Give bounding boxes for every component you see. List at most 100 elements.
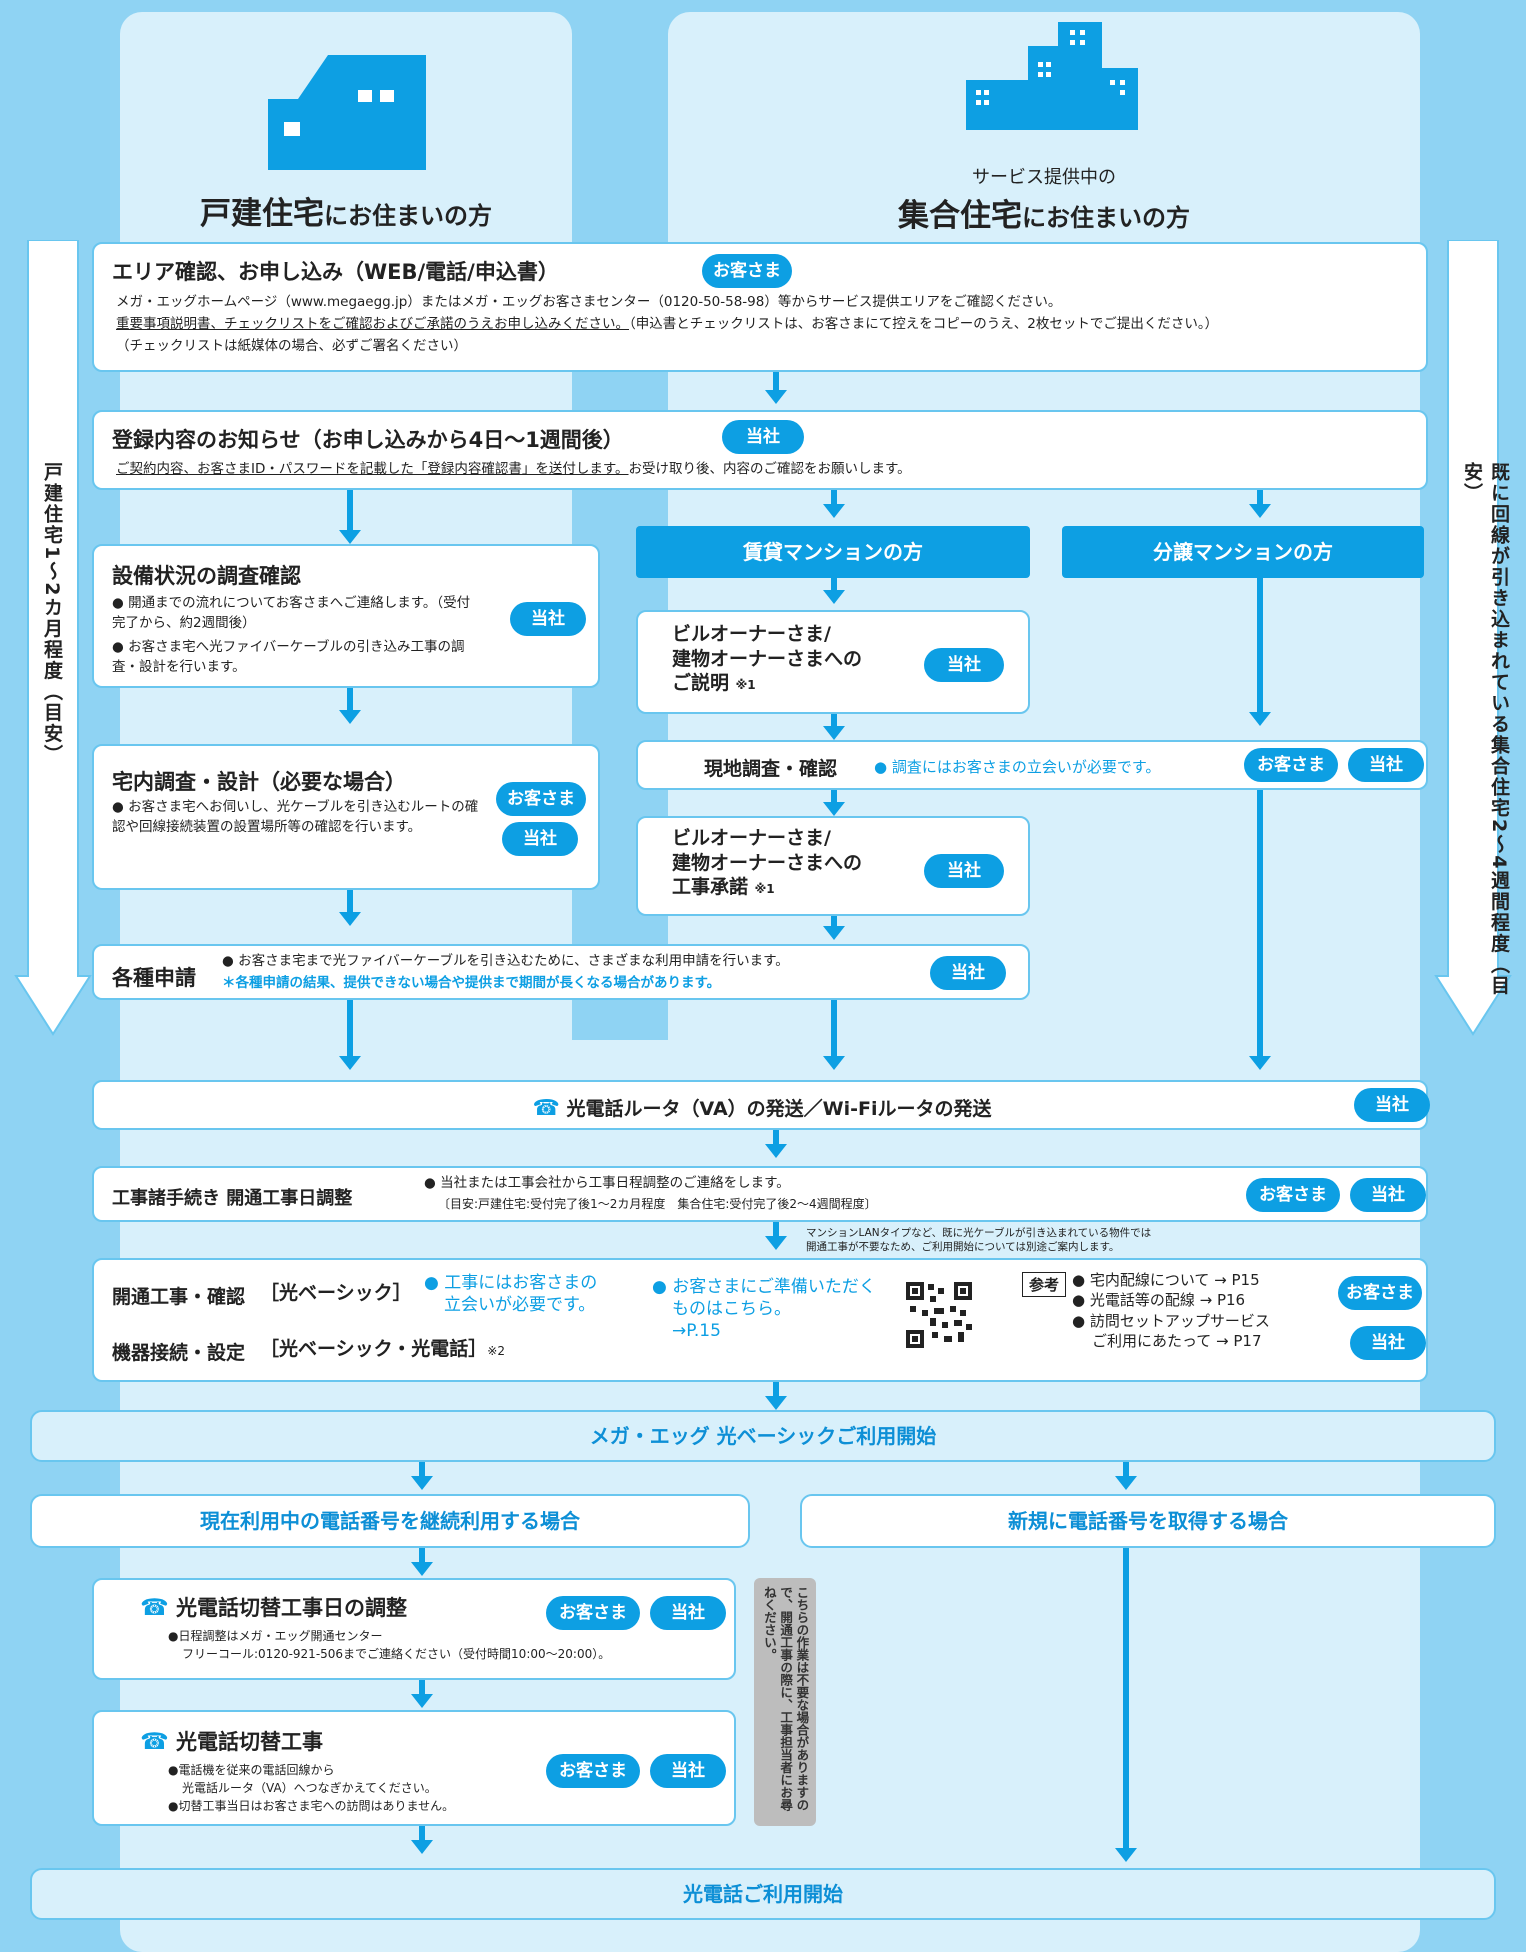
- step-notice-line-rest: お受け取り後、内容のご確認をお願いします。: [628, 461, 911, 477]
- switch-adjust-title: ☎ 光電話切替工事日の調整: [140, 1592, 407, 1622]
- step-apply: 各種申請 ● お客さま宅まで光ファイバーケーブルを引き込むために、さまざまな利用…: [92, 944, 1030, 1000]
- step-onsite-text-inner: 調査にはお客さまの立会いが必要です。: [891, 758, 1161, 776]
- badge-company: 当社: [1350, 1178, 1426, 1212]
- ref-list: ● 宅内配線について → P15 ● 光電話等の配線 → P16 ● 訪問セット…: [1072, 1271, 1270, 1350]
- switch-work-l1: ●電話機を従来の電話回線から: [168, 1763, 335, 1777]
- apartment-title-suffix: にお住まいの方: [1022, 204, 1190, 232]
- start-basic-banner: メガ・エッグ 光ベーシックご利用開始: [30, 1410, 1496, 1462]
- step-indoor-title: 宅内調査・設計（必要な場合）: [112, 770, 406, 794]
- open-bracket1: ［光ベーシック］: [260, 1282, 412, 1304]
- keep-number-banner: 現在利用中の電話番号を継続利用する場合: [30, 1494, 750, 1548]
- switch-adjust-l2: フリーコール:0120-921-506までご連絡ください（受付時間10:00〜2…: [182, 1647, 611, 1661]
- ref4: ご利用にあたって → P17: [1092, 1331, 1262, 1350]
- prep-note: ● お客さまにご準備いただく ものはこちら。 →P.15: [652, 1277, 876, 1342]
- step-indoor: 宅内調査・設計（必要な場合） ● お客さま宅へお伺いし、光ケーブルを引き込むルー…: [92, 744, 600, 890]
- step-schedule-title: 工事諸手続き 開通工事日調整: [112, 1188, 353, 1209]
- owner-consent-note: ※1: [754, 882, 775, 897]
- badge-customer: お客さま: [1244, 748, 1338, 782]
- badge-customer: お客さま: [702, 254, 792, 288]
- owner-explain-l1: ビルオーナーさま/: [672, 623, 831, 645]
- step-application-line3: （チェックリストは紙媒体の場合、必ずご署名ください）: [116, 338, 467, 354]
- lan-note-1: マンションLANタイプなど、既に光ケーブルが引き込まれている物件では: [806, 1227, 1152, 1239]
- step-survey-title: 設備状況の調査確認: [112, 564, 301, 588]
- step-application-line2-ul: 重要事項説明書、チェックリストをご確認およびご承諾のうえお申し込みください。: [116, 316, 629, 332]
- step-indoor-b1-text: お客さま宅へお伺いし、光ケーブルを引き込むルートの確認や回線接続装置の設置場所等…: [112, 799, 479, 835]
- building-icon: [966, 22, 1138, 130]
- badge-company: 当社: [924, 854, 1004, 888]
- side-note-text: こちらの作業は不要な場合がありますので、開通工事の際に、工事担当者にお尋ねくださ…: [761, 1586, 810, 1811]
- rental-header: 賃貸マンションの方: [636, 526, 1030, 578]
- open-note2: ※2: [487, 1344, 505, 1358]
- phone-icon: ☎: [140, 1729, 169, 1755]
- step-router: ☎ 光電話ルータ（VA）の発送／Wi-Fiルータの発送 当社: [92, 1080, 1430, 1130]
- badge-company: 当社: [930, 956, 1006, 990]
- detached-title-suffix: にお住まいの方: [324, 202, 492, 230]
- badge-customer: お客さま: [546, 1596, 640, 1630]
- step-switch-work: ☎ 光電話切替工事 ●電話機を従来の電話回線から 光電話ルータ（VA）へつなぎか…: [92, 1710, 736, 1826]
- open-bracket1-text: 光ベーシック: [279, 1282, 393, 1304]
- step-owner-explain-title: ビルオーナーさま/ 建物オーナーさまへの ご説明 ※1: [672, 622, 862, 696]
- prep3: →P.15: [672, 1321, 721, 1342]
- step-schedule-b1-text: 当社または工事会社から工事日程調整のご連絡をします。: [440, 1175, 790, 1191]
- prep1: お客さまにご準備いただく: [672, 1277, 876, 1297]
- ref3: 訪問セットアップサービス: [1089, 1311, 1270, 1330]
- step-switch-adjust: ☎ 光電話切替工事日の調整 ●日程調整はメガ・エッグ開通センター フリーコール:…: [92, 1578, 736, 1680]
- step-owner-consent-title: ビルオーナーさま/ 建物オーナーさまへの 工事承諾 ※1: [672, 826, 862, 900]
- owner-consent-l2: 建物オーナーさまへの: [672, 851, 863, 874]
- step-owner-consent: ビルオーナーさま/ 建物オーナーさまへの 工事承諾 ※1 当社: [636, 816, 1030, 916]
- condo-header: 分譲マンションの方: [1062, 526, 1424, 578]
- badge-customer: お客さま: [1338, 1276, 1422, 1310]
- badge-company: 当社: [510, 602, 586, 636]
- badge-customer: お客さま: [1246, 1178, 1340, 1212]
- step-application-line2-rest: （申込書とチェックリストは、お客さまにて控えをコピーのうえ、2枚セットでご提出く…: [629, 316, 1219, 332]
- switch-adjust-l1: ●日程調整はメガ・エッグ開通センター: [168, 1629, 383, 1643]
- step-open-work: 開通工事・確認 ［光ベーシック］ ● 工事にはお客さまの 立会いが必要です。 機…: [92, 1258, 1428, 1382]
- owner-consent-l3: 工事承諾: [672, 876, 749, 899]
- switch-adjust-title-text: 光電話切替工事日の調整: [175, 1596, 407, 1620]
- switch-work-l2: 光電話ルータ（VA）へつなぎかえてください。: [182, 1781, 437, 1795]
- badge-company: 当社: [650, 1596, 726, 1630]
- lan-note-2: 開通工事が不要なため、ご利用開始については別途ご案内します。: [806, 1241, 1120, 1254]
- step-owner-explain: ビルオーナーさま/ 建物オーナーさまへの ご説明 ※1 当社: [636, 610, 1030, 714]
- step-indoor-b1: ● お客さま宅へお伺いし、光ケーブルを引き込むルートの確認や回線接続装置の設置場…: [112, 799, 479, 835]
- switch-work-title-text: 光電話切替工事: [175, 1730, 323, 1754]
- step-onsite: 現地調査・確認 ● 調査にはお客さまの立会いが必要です。 お客さま 当社: [636, 740, 1428, 790]
- step-apply-b1: ● お客さま宅まで光ファイバーケーブルを引き込むために、さまざまな利用申請を行い…: [222, 953, 789, 969]
- owner-consent-l1: ビルオーナーさま/: [672, 827, 831, 849]
- step-router-text: 光電話ルータ（VA）の発送／Wi-Fiルータの発送: [566, 1098, 992, 1120]
- step-notice-line: ご契約内容、お客さまID・パスワードを記載した「登録内容確認書」を送付します。お…: [116, 460, 911, 480]
- open-note1a: 工事にはお客さまの: [444, 1273, 598, 1293]
- open-note1b: 立会いが必要です。: [444, 1295, 596, 1316]
- lan-note: マンションLANタイプなど、既に光ケーブルが引き込まれている物件では 開通工事が…: [806, 1226, 1151, 1254]
- step-application-title: エリア確認、お申し込み（WEB/電話/申込書）: [112, 260, 559, 284]
- owner-explain-note: ※1: [735, 678, 756, 693]
- step-notice-line-ul: ご契約内容、お客さまID・パスワードを記載した「登録内容確認書」を送付します。: [116, 461, 629, 477]
- step-apply-title: 各種申請: [112, 966, 196, 990]
- badge-customer: お客さま: [496, 782, 586, 816]
- badge-company: 当社: [650, 1754, 726, 1788]
- apartment-title-main: 集合住宅: [898, 198, 1022, 234]
- left-duration-arrow: [14, 240, 92, 1036]
- open-note1: ● 工事にはお客さまの 立会いが必要です。: [424, 1273, 598, 1316]
- switch-work-l3: ●切替工事当日はお客さま宅への訪問はありません。: [168, 1799, 455, 1813]
- phone-icon: ☎: [140, 1595, 169, 1621]
- prep2: ものはこちら。: [672, 1299, 791, 1320]
- qr-code-icon[interactable]: [906, 1282, 972, 1348]
- step-notice: 登録内容のお知らせ（お申し込みから4日〜1週間後） 当社 ご契約内容、お客さまI…: [92, 410, 1428, 490]
- apartment-header: 集合住宅にお住まいの方: [668, 190, 1420, 235]
- badge-company: 当社: [1348, 748, 1424, 782]
- step-onsite-title: 現地調査・確認: [704, 758, 838, 780]
- badge-company: 当社: [722, 420, 804, 454]
- switch-work-title: ☎ 光電話切替工事: [140, 1726, 323, 1756]
- phone-start-banner: 光電話ご利用開始: [30, 1868, 1496, 1920]
- apartment-pre: サービス提供中の: [972, 167, 1116, 188]
- owner-explain-l3: ご説明: [672, 672, 730, 695]
- step-apply-b2: ＊各種申請の結果、提供できない場合や提供まで期間が長くなる場合があります。: [222, 975, 721, 991]
- step-survey-b2-text: お客さま宅へ光ファイバーケーブルの引き込み工事の調査・設計を行います。: [112, 639, 465, 675]
- phone-icon: ☎: [532, 1096, 560, 1121]
- badge-company: 当社: [502, 822, 578, 856]
- badge-company: 当社: [924, 648, 1004, 682]
- step-schedule: 工事諸手続き 開通工事日調整 ● 当社または工事会社から工事日程調整のご連絡をし…: [92, 1166, 1428, 1222]
- step-survey: 設備状況の調査確認 ● 開通までの流れについてお客さまへご連絡します。（受付完了…: [92, 544, 600, 688]
- detached-title-main: 戸建住宅: [200, 196, 324, 232]
